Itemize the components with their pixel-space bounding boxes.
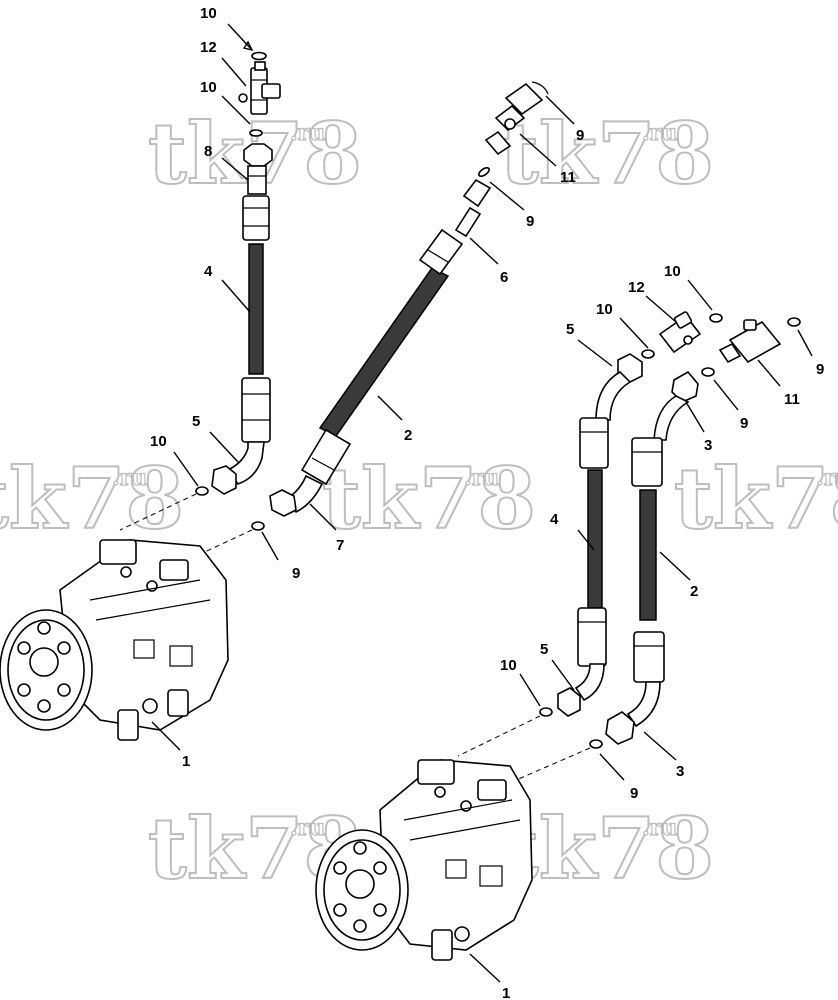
callout-4: 4 <box>204 263 213 280</box>
tee-fitting <box>658 311 702 354</box>
tee-fitting <box>238 61 281 115</box>
callout-9: 9 <box>816 361 824 378</box>
compressor-left <box>0 539 229 741</box>
callout-9: 9 <box>740 415 748 432</box>
elbow-7 <box>269 474 324 517</box>
elbow-5-upper <box>595 353 643 421</box>
o-ring <box>195 486 209 496</box>
callout-2: 2 <box>690 583 698 600</box>
service-fitting <box>484 81 549 156</box>
watermark-text: tk78 <box>322 449 536 548</box>
o-ring <box>539 707 553 717</box>
o-ring <box>249 129 263 137</box>
callout-3: 3 <box>704 437 712 454</box>
right-assembly <box>315 311 801 961</box>
o-ring <box>251 51 267 61</box>
callout-9: 9 <box>526 213 534 230</box>
elbow-3-upper <box>653 370 699 441</box>
watermark-suffix: .ru <box>642 120 677 146</box>
callout-6: 6 <box>500 269 508 286</box>
watermark-suffix: .ru <box>112 465 147 491</box>
o-ring <box>787 317 801 327</box>
watermark-suffix: .ru <box>816 465 838 491</box>
callout-10: 10 <box>664 263 681 280</box>
o-ring <box>641 349 655 359</box>
watermark-suffix: .ru <box>290 815 325 841</box>
watermark-text: tk78 <box>500 104 714 203</box>
o-ring <box>709 313 723 323</box>
watermark-text: tk78 <box>500 799 714 898</box>
service-fitting <box>718 319 782 364</box>
o-ring <box>477 166 491 178</box>
callout-9: 9 <box>576 127 584 144</box>
leader-lines <box>151 23 813 983</box>
callout-12: 12 <box>628 279 645 296</box>
callout-1: 1 <box>502 985 510 1000</box>
callout-5: 5 <box>566 321 574 338</box>
callout-5: 5 <box>540 641 548 658</box>
elbow-5 <box>211 441 265 495</box>
watermark-suffix: .ru <box>642 815 677 841</box>
o-ring <box>251 521 265 531</box>
left-assembly <box>0 51 549 741</box>
callout-labels: 10 12 10 8 4 5 10 9 7 2 6 9 11 9 1 10 10… <box>150 5 824 1000</box>
callout-10: 10 <box>200 5 217 22</box>
callout-3: 3 <box>676 763 684 780</box>
callout-11: 11 <box>784 391 800 408</box>
callout-12: 12 <box>200 39 217 56</box>
callout-11: 11 <box>560 169 576 186</box>
elbow-5-lower <box>557 663 605 717</box>
watermark-suffix: .ru <box>464 465 499 491</box>
watermark-text: tk78 <box>0 449 184 548</box>
o-ring <box>589 739 603 749</box>
callout-10: 10 <box>200 79 217 96</box>
hose-2-diagonal <box>300 178 492 486</box>
hose-4-right <box>577 417 609 667</box>
hose-2-right <box>631 437 665 683</box>
callout-9: 9 <box>630 785 638 802</box>
callout-2: 2 <box>404 427 412 444</box>
callout-1: 1 <box>182 753 190 770</box>
callout-7: 7 <box>336 537 344 554</box>
compressor-right <box>315 759 533 961</box>
callout-10: 10 <box>150 433 167 450</box>
callout-5: 5 <box>192 413 200 430</box>
elbow-3-lower <box>605 681 661 745</box>
callout-10: 10 <box>500 657 517 674</box>
callout-4: 4 <box>550 511 559 528</box>
callout-10: 10 <box>596 301 613 318</box>
callout-8: 8 <box>204 143 212 160</box>
o-ring <box>701 367 715 377</box>
hose-4 <box>241 195 271 443</box>
watermark-text: tk78 <box>674 449 838 548</box>
watermark-suffix: .ru <box>290 120 325 146</box>
callout-9: 9 <box>292 565 300 582</box>
